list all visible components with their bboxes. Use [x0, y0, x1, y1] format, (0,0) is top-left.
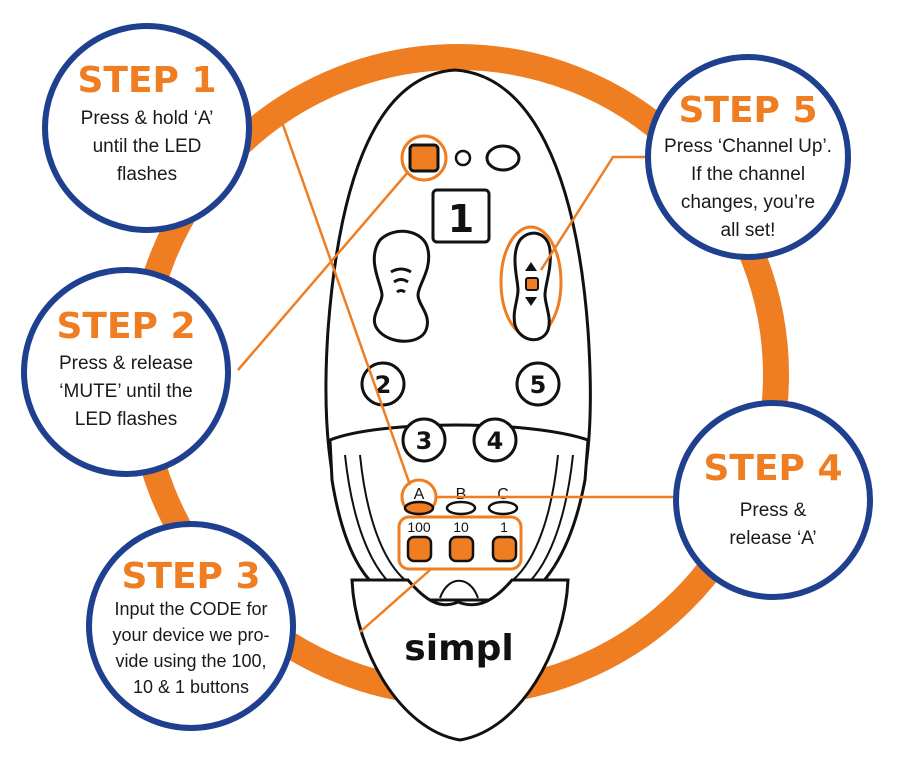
- step-5-circle: [645, 54, 851, 260]
- step-4-line-2: release ‘A’: [729, 528, 816, 549]
- step-1-title: STEP 1: [77, 60, 216, 101]
- button-b[interactable]: [445, 500, 477, 516]
- step-3-circle: [86, 521, 296, 731]
- step-1-callout: STEP 1 Press & hold ‘A’ until the LED fl…: [42, 23, 252, 233]
- remote-control: simpl 1 2 5 3 4 A B C: [324, 68, 592, 742]
- step-4-circle: [673, 400, 873, 600]
- code-buttons-highlight: [397, 515, 523, 571]
- step-5-line-2: If the channel: [691, 164, 805, 185]
- key-5[interactable]: [515, 361, 561, 407]
- step-2-circle: [21, 267, 231, 477]
- led-indicator: [454, 149, 472, 167]
- step-2-line-1: Press & release: [59, 353, 193, 374]
- step-2-line-3: LED flashes: [75, 409, 177, 430]
- step-4-line-1: Press &: [740, 500, 807, 521]
- step-1-line-3: flashes: [117, 164, 177, 185]
- mute-button[interactable]: [408, 143, 440, 173]
- step-3-line-4: 10 & 1 buttons: [133, 677, 249, 697]
- step3-connector: [359, 569, 431, 633]
- step5-connector: [539, 155, 655, 271]
- key-1[interactable]: [431, 188, 491, 244]
- step-2-callout: STEP 2 Press & release ‘MUTE’ until the …: [21, 267, 231, 477]
- remote-cradle: [350, 578, 570, 742]
- step-3-callout: STEP 3 Input the CODE for your device we…: [86, 521, 296, 731]
- step-5-line-1: Press ‘Channel Up’.: [664, 136, 832, 157]
- step1-connector: [250, 123, 412, 486]
- step-3-line-3: vide using the 100,: [115, 651, 266, 671]
- button-1[interactable]: [491, 535, 518, 563]
- step2-connector: [237, 171, 409, 371]
- step-1-circle: [42, 23, 252, 233]
- wave-icon: [390, 267, 412, 294]
- label-100: 100: [407, 519, 431, 535]
- key-5-label: 5: [530, 371, 547, 399]
- step-2-title: STEP 2: [56, 306, 195, 347]
- step-5-line-3: changes, you’re: [681, 192, 815, 213]
- button-c[interactable]: [487, 500, 519, 516]
- key-3-label: 3: [416, 427, 433, 455]
- key-2-label: 2: [375, 371, 392, 399]
- step-1-line-1: Press & hold ‘A’: [81, 108, 214, 129]
- step-5-line-4: all set!: [721, 220, 776, 241]
- step-4-title: STEP 4: [703, 448, 842, 489]
- button-a[interactable]: [403, 500, 435, 516]
- key-4-label: 4: [487, 427, 504, 455]
- cradle-notch: [439, 579, 479, 599]
- simpl-logo: simpl: [404, 628, 513, 669]
- step-3-line-1: Input the CODE for: [114, 599, 267, 619]
- step-3-line-2: your device we pro-: [112, 625, 269, 645]
- key-3[interactable]: [401, 417, 447, 463]
- step-4-callout: STEP 4 Press & release ‘A’: [673, 400, 873, 600]
- connector-lines: [237, 123, 678, 633]
- key-1-label: 1: [448, 197, 474, 241]
- power-button[interactable]: [485, 144, 521, 172]
- label-1: 1: [500, 519, 508, 535]
- audio-rocker[interactable]: [372, 229, 431, 343]
- step-2-line-2: ‘MUTE’ until the: [59, 381, 192, 402]
- channel-up-button[interactable]: [525, 277, 539, 291]
- label-c: C: [497, 486, 509, 503]
- label-a: A: [414, 486, 425, 503]
- step-5-callout: STEP 5 Press ‘Channel Up’. If the channe…: [645, 54, 851, 260]
- remote-side-curve-left-inner: [359, 454, 406, 581]
- key-4[interactable]: [472, 417, 518, 463]
- label-b: B: [456, 486, 467, 503]
- remote-side-curve-right-inner: [512, 454, 559, 581]
- mute-highlight-ring: [400, 134, 448, 182]
- channel-up-arrow-icon: [525, 262, 537, 271]
- step-1-line-2: until the LED: [93, 136, 202, 157]
- button-100[interactable]: [406, 535, 433, 563]
- step-3-title: STEP 3: [121, 556, 260, 597]
- button-10[interactable]: [448, 535, 475, 563]
- channel-down-arrow-icon: [525, 297, 537, 306]
- step-5-title: STEP 5: [678, 90, 817, 131]
- label-10: 10: [453, 519, 469, 535]
